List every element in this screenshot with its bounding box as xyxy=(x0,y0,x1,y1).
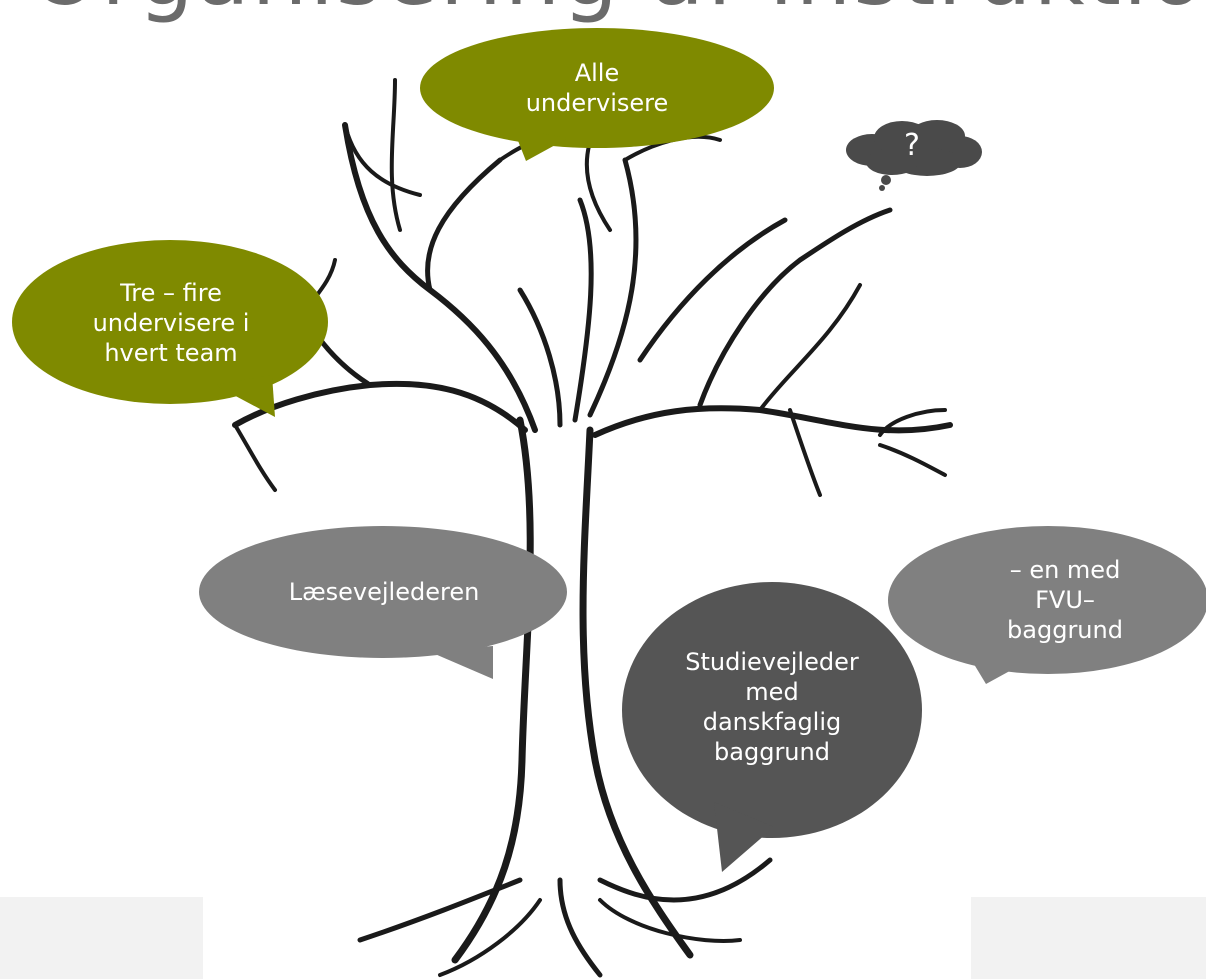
bubble-text: Studievejleder med danskfaglig baggrund xyxy=(685,648,859,766)
speech-bubble-studievejleder: Studievejleder med danskfaglig baggrund xyxy=(622,582,930,874)
speech-bubble-fvu: – en med FVU– baggrund xyxy=(888,526,1206,686)
speech-bubble-shape xyxy=(12,240,328,417)
cloud-shape xyxy=(846,120,982,191)
speech-bubble-team: Tre – fire undervisere i hvert team xyxy=(10,240,332,420)
speech-bubble-shape xyxy=(420,28,774,161)
speech-bubble-laesevejlederen: Læsevejlederen xyxy=(198,526,570,681)
slide-title: Organisering af instruktion xyxy=(0,0,1206,18)
bubble-text: Alle undervisere xyxy=(525,59,669,117)
bottom-left-panel xyxy=(0,897,203,979)
bubble-text: Læsevejlederen xyxy=(288,578,480,606)
thought-cloud: ? xyxy=(842,118,984,191)
bottom-right-panel xyxy=(971,897,1206,979)
speech-bubble-alle-undervisere: Alle undervisere xyxy=(418,28,776,163)
question-mark: ? xyxy=(904,128,920,164)
bubble-text: – en med FVU– baggrund xyxy=(1007,556,1123,644)
speech-bubble-shape xyxy=(888,526,1206,684)
bubble-text: Tre – fire undervisere i hvert team xyxy=(92,279,250,367)
speech-bubble-shape xyxy=(622,582,922,872)
speech-bubble-shape xyxy=(199,526,567,679)
